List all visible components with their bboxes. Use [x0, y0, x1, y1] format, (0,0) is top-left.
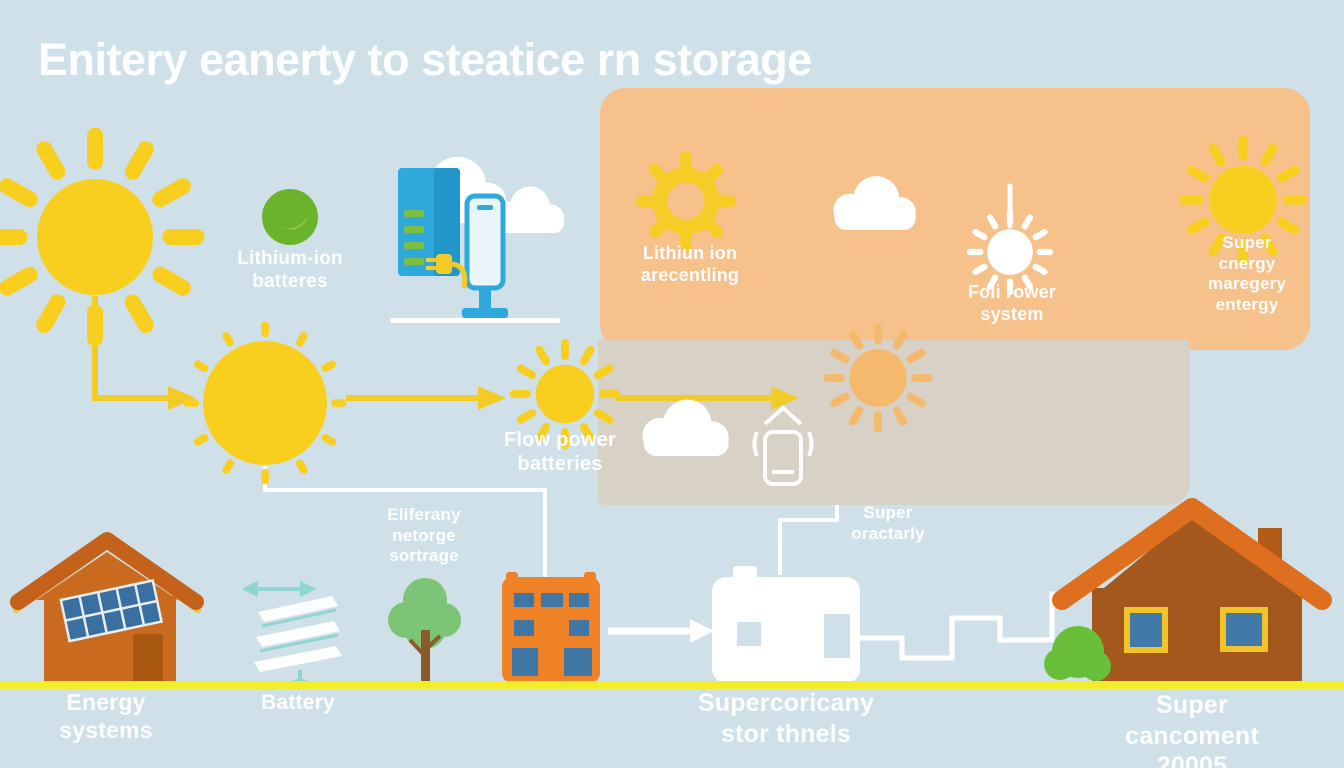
charging-phone-icon [752, 405, 814, 486]
label-flow-power-batteries: Flow power batteries [504, 429, 616, 476]
label-super-oractarly: Super oractarly [851, 503, 925, 543]
plug-icon [426, 254, 468, 289]
circuit-line-icon [860, 591, 1062, 661]
house-icon [1052, 498, 1332, 683]
label-eliferany-storage: Eliferany netorge sortrage [387, 505, 461, 566]
tree-icon [388, 578, 461, 683]
cloud-icon [833, 176, 916, 230]
connector-lines [263, 466, 839, 577]
storage-battery-icon [712, 566, 860, 683]
flow-arrow [92, 296, 771, 401]
recycle-circle-icon [262, 189, 318, 245]
label-super-cancoment: Super cancoment 20005 infroucch 1000y [1125, 691, 1259, 768]
solar-house-icon [10, 532, 204, 683]
label-foli-rower-system: Foli rower system [967, 282, 1057, 324]
ground-line [0, 681, 1344, 689]
white-sun-icon [970, 183, 1050, 292]
label-battery: Battery [261, 691, 335, 714]
building-icon [502, 572, 600, 686]
window-icon [1124, 607, 1268, 653]
faded-sun-icon [828, 328, 929, 429]
bush-icon [1044, 626, 1111, 681]
label-energy-systems: Energy systems [59, 689, 153, 744]
label-supercoricany: Supercoricany stor thnels [697, 689, 875, 748]
white-arrow [608, 619, 714, 643]
cloud-icon [642, 399, 729, 456]
sun-icon [0, 136, 196, 339]
page-title: Enitery eanerty to steatice rn storage [38, 34, 812, 85]
orange-panel [600, 88, 1310, 350]
gear-sun-icon [636, 151, 736, 251]
label-super-energy: Super cnergy maregery entergy [1207, 233, 1287, 315]
rooftop-solar-panel-icon [59, 578, 164, 643]
solar-array-icon [241, 580, 342, 685]
battery-tank-icon [390, 156, 565, 323]
sun-tick-icon [188, 326, 343, 481]
flow-arrowheads [168, 386, 799, 410]
label-lithium-ion-batteries: Lithium-ion batteres [237, 248, 343, 293]
label-lithiun-ion-arecentling: Lithiun ion arecentling [640, 243, 740, 285]
phone-charger-icon [462, 193, 508, 318]
